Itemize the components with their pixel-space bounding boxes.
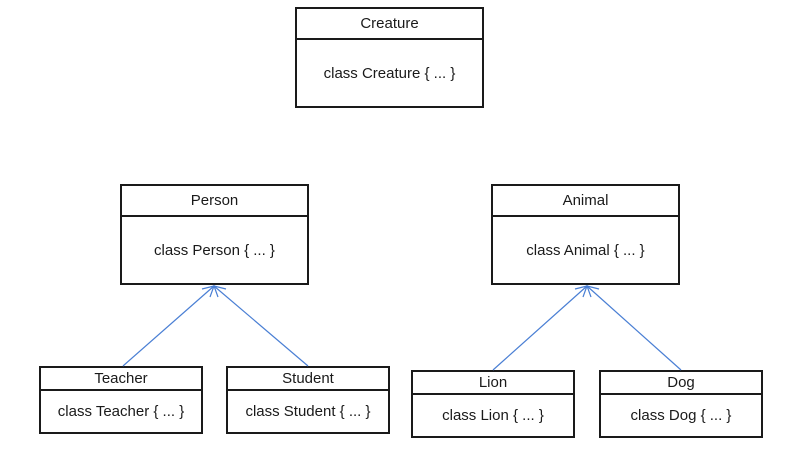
class-box-teacher: Teacher class Teacher { ... } — [39, 366, 203, 434]
class-name-person: Person — [122, 186, 307, 217]
edge-lion-to-animal — [492, 285, 588, 371]
class-body-lion: class Lion { ... } — [442, 407, 544, 424]
class-body-teacher: class Teacher { ... } — [57, 403, 185, 420]
edge-student-to-person — [213, 285, 309, 367]
class-name-creature: Creature — [297, 9, 482, 40]
edge-dog-to-animal — [586, 285, 682, 371]
class-box-dog: Dog class Dog { ... } — [599, 370, 763, 438]
class-name-lion: Lion — [413, 372, 573, 395]
class-box-person: Person class Person { ... } — [120, 184, 309, 285]
class-name-animal: Animal — [493, 186, 678, 217]
class-box-student: Student class Student { ... } — [226, 366, 390, 434]
class-body-animal: class Animal { ... } — [526, 241, 645, 259]
class-body-dog: class Dog { ... } — [630, 407, 732, 424]
class-name-student: Student — [228, 368, 388, 391]
class-name-teacher: Teacher — [41, 368, 201, 391]
class-name-dog: Dog — [601, 372, 761, 395]
class-body-student: class Student { ... } — [245, 403, 371, 420]
class-box-animal: Animal class Animal { ... } — [491, 184, 680, 285]
class-body-person: class Person { ... } — [154, 241, 275, 259]
class-body-creature: class Creature { ... } — [323, 64, 456, 82]
class-box-lion: Lion class Lion { ... } — [411, 370, 575, 438]
class-box-creature: Creature class Creature { ... } — [295, 7, 484, 108]
arrowhead-person-right — [213, 285, 227, 298]
edge-teacher-to-person — [122, 285, 215, 367]
arrowhead-animal-right — [586, 285, 600, 298]
